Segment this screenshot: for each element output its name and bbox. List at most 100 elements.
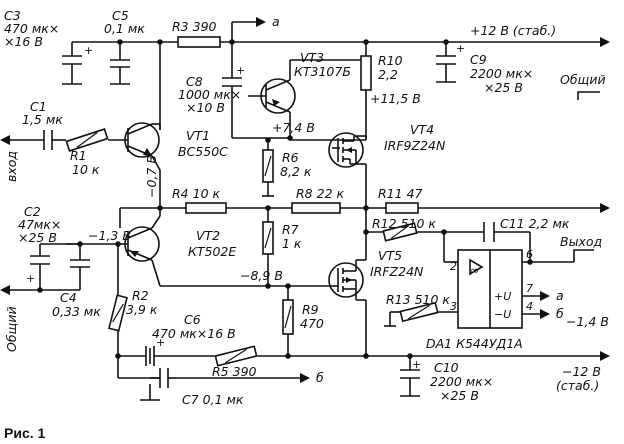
common-right-symbol	[577, 91, 600, 100]
common-right: Общий	[560, 72, 606, 87]
c9-value-1: 2200 мк×	[470, 66, 533, 81]
net-a-top: а	[272, 14, 280, 29]
input-arrow	[0, 135, 10, 145]
vt1-name: VT1	[186, 128, 210, 143]
voltage-7-4: +7,4 В	[272, 120, 315, 135]
vt4-type: IRF9Z24N	[384, 138, 446, 153]
c3-value-2: ×16 В	[4, 34, 43, 49]
r3-label: R3 390	[172, 19, 217, 34]
opamp-da1: ∞	[457, 249, 523, 329]
c10-value-1: 2200 мк×	[430, 374, 493, 389]
feedback-arrow	[600, 203, 610, 213]
vt2-type: КТ502Е	[188, 244, 236, 259]
pin-4: 4	[526, 300, 533, 313]
vt4-name: VT4	[410, 122, 434, 137]
vt3-name: VT3	[300, 50, 324, 65]
terminals	[0, 17, 610, 401]
pin-3: 3	[450, 300, 457, 313]
common-left-arrow	[0, 285, 10, 295]
vt2-symbol	[124, 226, 160, 262]
r2-value: 3,9 к	[126, 302, 158, 317]
vt5-name: VT5	[378, 248, 402, 263]
minus12-arrow	[600, 351, 610, 361]
c6-name: C6	[184, 312, 201, 327]
c5-name: C5	[112, 8, 129, 23]
da1-label: DA1 К544УД1А	[426, 336, 523, 351]
svg-text:+: +	[412, 358, 421, 371]
plus12-label: +12 В (стаб.)	[470, 23, 556, 38]
r4-body	[185, 202, 227, 214]
r1-value: 10 к	[72, 162, 100, 177]
output-terminal	[573, 249, 594, 262]
vt5-type: IRFZ24N	[370, 264, 424, 279]
stab-label: (стаб.)	[556, 378, 599, 393]
r1-body	[65, 128, 109, 152]
pin-7: 7	[526, 282, 533, 295]
minus-u: −U	[494, 308, 511, 321]
c2-value-1: 47мк×	[18, 217, 61, 232]
voltage-11-5: +11,5 В	[370, 91, 421, 106]
labels: C3 470 мк× ×16 В C5 0,1 мк R3 390 а +12 …	[4, 8, 609, 441]
c3-value-1: 470 мк×	[4, 21, 59, 36]
pin-6: 6	[526, 248, 533, 261]
c2-name: C2	[24, 204, 41, 219]
c8-value-2: ×10 В	[186, 100, 225, 115]
net-b-pin4-arrow	[540, 309, 550, 319]
c10-name: C10	[434, 360, 459, 375]
r12-label: R12 510 к	[372, 216, 436, 231]
r13-label: R13 510 к	[386, 292, 450, 307]
input-label: вход	[4, 151, 19, 182]
plus12-arrow	[600, 37, 610, 47]
r3-body	[177, 36, 221, 48]
net-b-bottom-arrow	[300, 373, 310, 383]
r8-label: R8 22 к	[296, 186, 344, 201]
r5-body	[214, 345, 258, 367]
r7-value: 1 к	[282, 236, 302, 251]
r2-name: R2	[132, 288, 149, 303]
voltage-minus-8-9: −8,9 В	[240, 268, 283, 283]
r10-body	[360, 55, 372, 91]
c8-value-1: 1000 мк×	[178, 87, 241, 102]
common-left: Общий	[4, 306, 19, 352]
c1-name: C1	[30, 99, 47, 114]
voltage-minus-1-4: −1,4 В	[566, 314, 609, 329]
c5-value: 0,1 мк	[104, 21, 145, 36]
c11-label: C11 2,2 мк	[500, 216, 570, 231]
r6-value: 8,2 к	[280, 164, 312, 179]
transistors	[124, 78, 366, 301]
voltage-minus-1-3: −1,3 В	[88, 228, 131, 243]
net-b-bottom: б	[316, 370, 324, 385]
svg-text:∞: ∞	[470, 264, 479, 277]
r5-label: R5 390	[212, 364, 257, 379]
r4-label: R4 10 к	[172, 186, 220, 201]
output-label: Выход	[560, 234, 602, 249]
vt3-type: КТ3107Б	[294, 64, 351, 79]
c1-value: 1,5 мк	[22, 112, 63, 127]
r2-body	[108, 294, 128, 332]
r10-value: 2,2	[378, 67, 398, 82]
c8-name: C8	[186, 74, 203, 89]
svg-text:+: +	[236, 64, 245, 77]
c6-value: 470 мк×16 В	[152, 326, 236, 341]
c9-name: C9	[470, 52, 487, 67]
vt1-symbol	[124, 122, 160, 158]
net-a-pin7-arrow	[540, 291, 550, 301]
voltage-minus-0-7: −0,7 В	[144, 155, 159, 198]
junction-dots	[37, 39, 533, 359]
r9-value: 470	[300, 316, 324, 331]
c2-value-2: ×25 В	[18, 230, 57, 245]
vt3-symbol	[260, 78, 296, 114]
r11-label: R11 47	[378, 186, 423, 201]
c3-name: C3	[4, 8, 21, 23]
c9-value-2: ×25 В	[484, 80, 523, 95]
net-a-mid: а	[556, 288, 564, 303]
minus12-label: −12 В	[562, 364, 601, 379]
capacitors: + + + + +	[26, 42, 495, 388]
r10-name: R10	[378, 53, 403, 68]
figure-caption: Рис. 1	[4, 425, 46, 441]
svg-text:+: +	[156, 336, 165, 349]
c4-name: C4	[60, 290, 77, 305]
vt5-symbol	[328, 262, 364, 298]
